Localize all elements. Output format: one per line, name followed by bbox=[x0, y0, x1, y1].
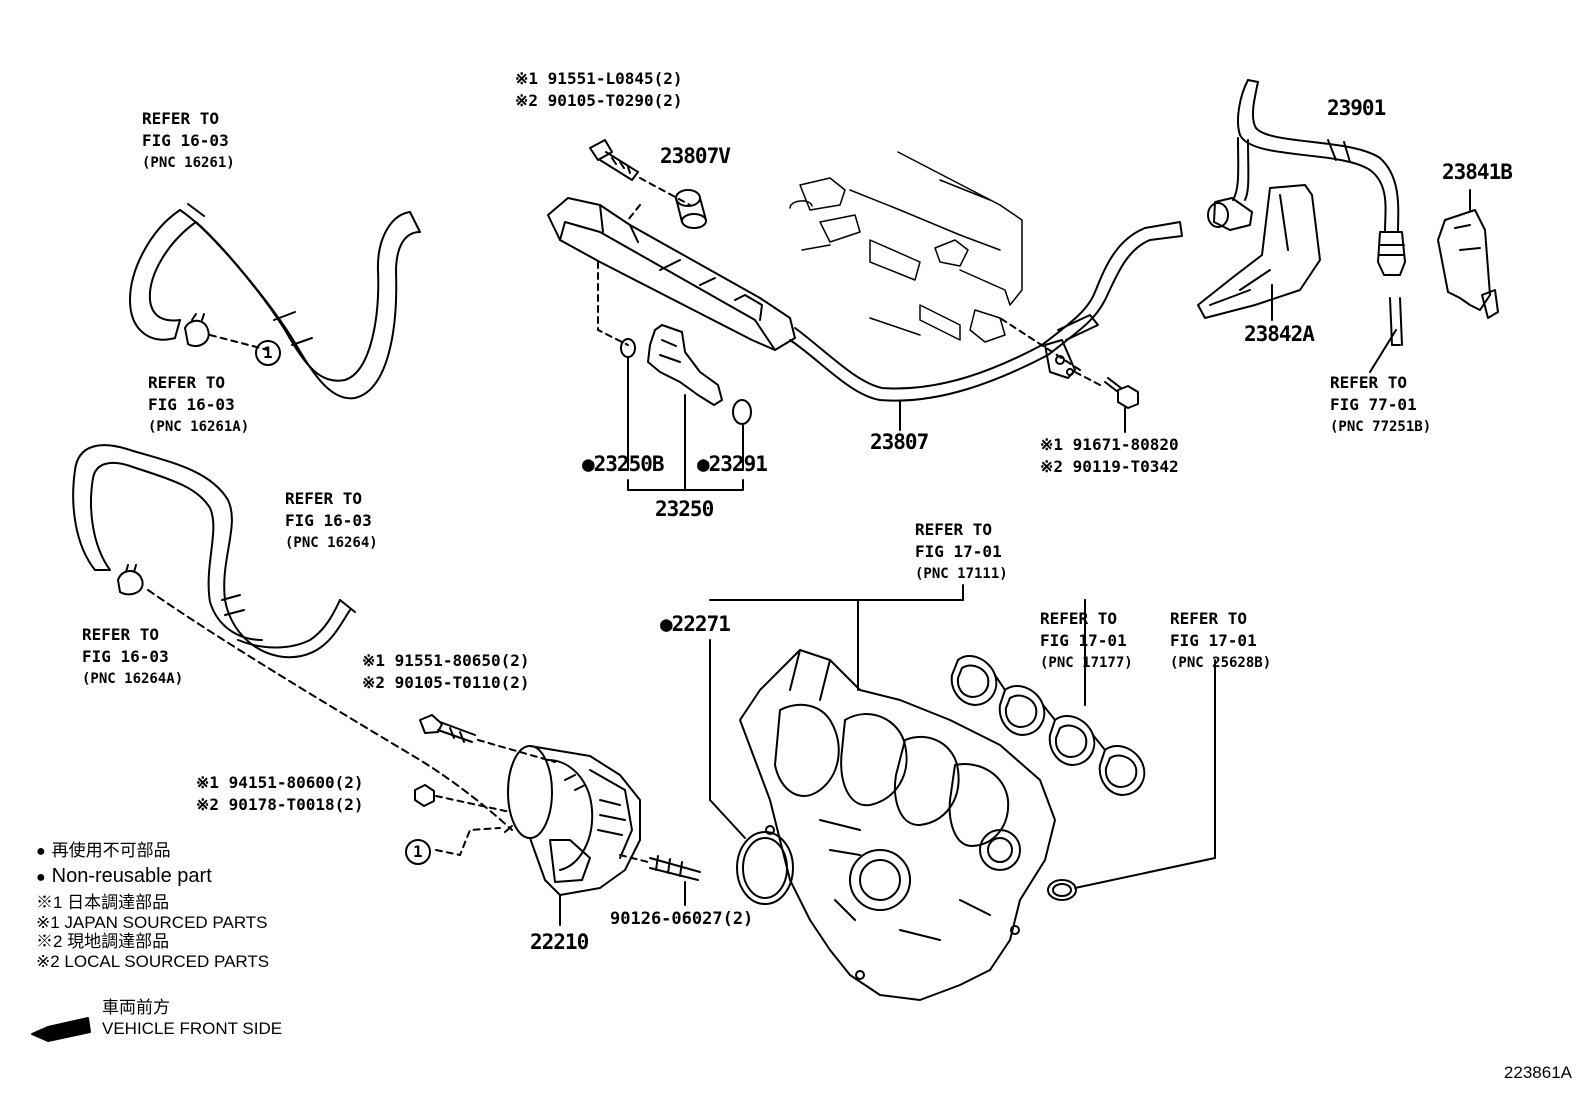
ref-label-17111: REFER TO FIG 17-01 (PNC 17111) bbox=[915, 520, 1008, 582]
part-23250b: ●23250B bbox=[582, 452, 665, 476]
callout-bolt-throttle: ※1 91551-80650(2) ※2 90105-T0110(2) bbox=[362, 651, 530, 692]
hose-16264 bbox=[72, 444, 513, 831]
bullet-icon: ● bbox=[36, 869, 46, 886]
callout-bolt-fuel-rail: ※1 91551-L0845(2) ※2 90105-T0290(2) bbox=[515, 69, 683, 110]
fuel-rail-23807V bbox=[547, 139, 796, 491]
callout-bolt-pipe: ※1 91671-80820 ※2 90119-T0342 bbox=[1040, 435, 1179, 476]
legend-local-jp: ※2 現地調達部品 bbox=[36, 932, 170, 951]
callout-nut-throttle: ※1 94151-80600(2) ※2 90178-T0018(2) bbox=[196, 773, 364, 814]
ref-label-16261: REFER TO FIG 16-03 (PNC 16261) bbox=[142, 109, 235, 171]
circle-marker-1b-text: 1 bbox=[413, 842, 423, 861]
engine-block bbox=[789, 151, 1023, 343]
circle-marker-1a-text: 1 bbox=[263, 343, 273, 362]
part-23841b: 23841B bbox=[1442, 160, 1513, 184]
legend-local: ※2 LOCAL SOURCED PARTS bbox=[36, 952, 270, 971]
part-23901: 23901 bbox=[1327, 96, 1386, 120]
part-23807v: 23807V bbox=[660, 144, 731, 168]
part-22210: 22210 bbox=[530, 930, 589, 954]
circle-marker-1a bbox=[255, 340, 281, 366]
hose-16261 bbox=[129, 203, 421, 400]
part-23807: 23807 bbox=[870, 430, 929, 454]
ref-label-77251b: REFER TO FIG 77-01 (PNC 77251B) bbox=[1330, 373, 1432, 435]
throttle-body-22210 bbox=[414, 714, 701, 926]
fuel-pipe-23807 bbox=[789, 221, 1183, 433]
ref-label-16261a: REFER TO FIG 16-03 (PNC 16261A) bbox=[148, 373, 250, 435]
ref-label-16264: REFER TO FIG 16-03 (PNC 16264) bbox=[285, 489, 378, 551]
part-22271: ●22271 bbox=[660, 612, 731, 636]
ref-label-17177: REFER TO FIG 17-01 (PNC 17177) bbox=[1040, 609, 1133, 671]
intake-manifold bbox=[709, 584, 1216, 1001]
part-23291: ●23291 bbox=[697, 452, 768, 476]
part-23250: 23250 bbox=[655, 497, 714, 521]
ref-label-16264a: REFER TO FIG 16-03 (PNC 16264A) bbox=[82, 625, 184, 687]
legend-japan: ※1 JAPAN SOURCED PARTS bbox=[36, 913, 268, 932]
hose-23901 bbox=[1197, 79, 1499, 373]
legend-nonreuse-jp: ●再使用不可部品 bbox=[36, 841, 171, 860]
ref-label-25628b: REFER TO FIG 17-01 (PNC 25628B) bbox=[1170, 609, 1272, 671]
figure-id: 223861A bbox=[1503, 1063, 1572, 1082]
legend-nonreuse: ●Non-reusable part bbox=[36, 865, 212, 887]
legend-japan-jp: ※1 日本調達部品 bbox=[36, 893, 170, 912]
bullet-icon: ● bbox=[36, 843, 46, 860]
front-arrow-icon bbox=[31, 1017, 91, 1042]
part-90126: 90126-06027(2) bbox=[610, 909, 754, 929]
circle-marker-1b bbox=[405, 839, 431, 865]
part-23842a: 23842A bbox=[1244, 322, 1315, 346]
legend-front: VEHICLE FRONT SIDE bbox=[102, 1019, 283, 1038]
legend-front-jp: 車両前方 bbox=[102, 998, 170, 1017]
